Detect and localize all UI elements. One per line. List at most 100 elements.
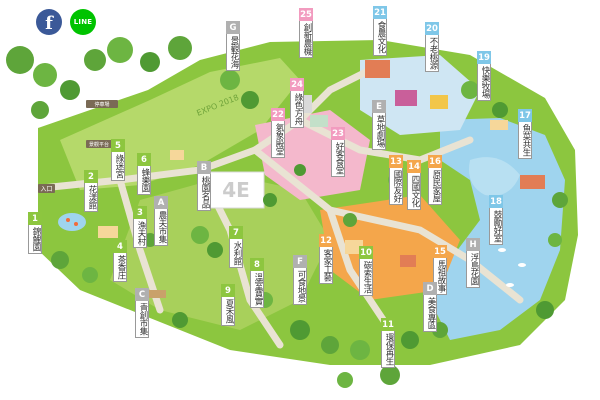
tree bbox=[82, 267, 98, 283]
line-share-button[interactable]: LINE bbox=[70, 9, 96, 35]
entrance-label: 入口 bbox=[40, 186, 52, 193]
marker-number: 6 bbox=[137, 153, 151, 166]
marker-number: A bbox=[154, 196, 168, 209]
marker-label: 農夫市集 bbox=[154, 209, 168, 246]
marker-label: 夏禾風 bbox=[221, 297, 235, 326]
marker-number: 7 bbox=[229, 226, 243, 239]
marker-number: 24 bbox=[290, 78, 304, 91]
marker-label: 景觀花海 bbox=[226, 34, 240, 71]
tree bbox=[350, 340, 370, 360]
marker-number: 13 bbox=[389, 155, 403, 168]
marker-number: 17 bbox=[518, 109, 532, 122]
marker-number: 4 bbox=[113, 240, 127, 253]
marker-number: 22 bbox=[271, 108, 285, 121]
marker-number: 23 bbox=[331, 127, 345, 140]
marker-label: 青創市集 bbox=[135, 301, 149, 338]
marker-number: 9 bbox=[221, 284, 235, 297]
viewing-deck-sign: 景觀平台 bbox=[89, 141, 109, 148]
marker-number: 14 bbox=[407, 160, 421, 173]
marker-label: 創新農機 bbox=[299, 21, 313, 58]
parking-sign: 停車場 bbox=[94, 101, 109, 108]
marker-number: C bbox=[135, 288, 149, 301]
tree bbox=[31, 101, 49, 119]
tree bbox=[263, 193, 277, 207]
tree bbox=[380, 365, 400, 385]
facebook-icon: f bbox=[45, 12, 53, 34]
marker-label: 浮島花園 bbox=[466, 251, 480, 288]
marker-label: 國際友好 bbox=[389, 168, 403, 205]
tree bbox=[536, 301, 554, 319]
tree bbox=[337, 372, 353, 388]
tree bbox=[548, 233, 562, 247]
marker-number: 19 bbox=[477, 51, 491, 64]
tree bbox=[492, 102, 508, 118]
tree bbox=[6, 46, 34, 74]
marker-label: 可食地景 bbox=[293, 268, 307, 305]
koi-pond bbox=[58, 213, 86, 231]
marker-label: 桃園名品 bbox=[197, 174, 211, 211]
marker-number: 21 bbox=[373, 6, 387, 19]
marker-number: 11 bbox=[381, 318, 395, 331]
marker-number: E bbox=[372, 100, 386, 113]
marker-number: 5 bbox=[111, 139, 125, 152]
tree bbox=[60, 80, 80, 100]
line-icon: LINE bbox=[73, 18, 93, 26]
marker-number: D bbox=[423, 282, 437, 295]
marker-number: G bbox=[226, 21, 240, 34]
marker-label: 花漾館 bbox=[84, 183, 98, 212]
marker-number: B bbox=[197, 161, 211, 174]
marker-number: 15 bbox=[433, 245, 447, 258]
marker-label: 客家工藝 bbox=[319, 247, 333, 284]
facebook-share-button[interactable]: f bbox=[36, 9, 62, 35]
marker-number: 8 bbox=[250, 258, 264, 271]
tree bbox=[343, 213, 357, 227]
tree bbox=[168, 36, 192, 60]
tree bbox=[321, 336, 339, 354]
marker-label: 茶香庄 bbox=[113, 253, 127, 282]
marker-label: 氣象殿堂 bbox=[271, 121, 285, 158]
marker-label: 溫室寶實 bbox=[250, 271, 264, 308]
marker-label: 錦鯉園 bbox=[28, 225, 42, 254]
tree bbox=[220, 70, 240, 90]
marker-number: F bbox=[293, 255, 307, 268]
marker-number: 16 bbox=[428, 155, 442, 168]
trees bbox=[6, 36, 568, 388]
marker-number: 25 bbox=[299, 8, 313, 21]
tree bbox=[107, 37, 133, 63]
tree bbox=[191, 226, 209, 244]
tree bbox=[140, 52, 160, 72]
